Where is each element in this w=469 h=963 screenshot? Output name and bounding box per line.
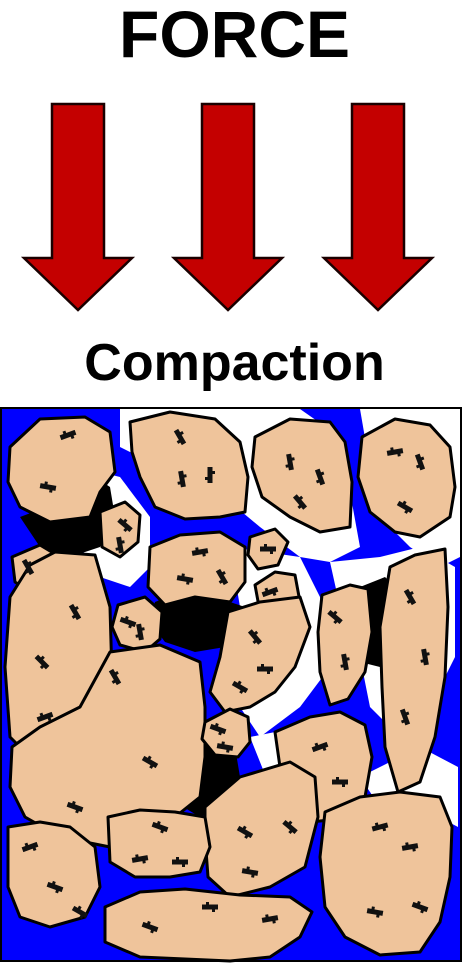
force-arrow-1 [24, 104, 132, 310]
force-title: FORCE [0, 0, 469, 74]
soil-grain-22 [105, 889, 312, 961]
force-arrow-2 [174, 104, 282, 310]
force-arrows [0, 100, 469, 315]
compacted-soil-diagram [0, 407, 469, 963]
soil-grain-19 [108, 810, 210, 877]
force-arrow-3 [324, 104, 432, 310]
soil-grain-21 [320, 792, 452, 955]
compaction-label: Compaction [0, 330, 469, 396]
soil-grain-6 [148, 532, 245, 605]
